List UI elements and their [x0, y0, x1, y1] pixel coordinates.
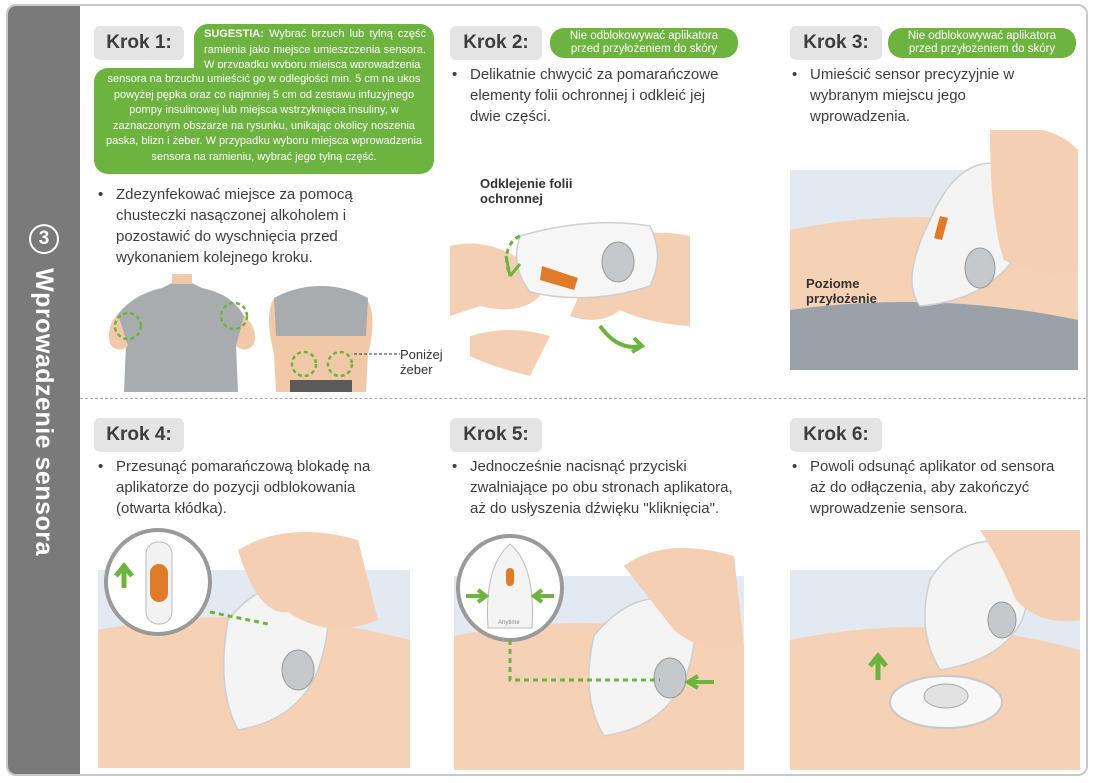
suggestion-text-2: sensora na brzuchu umieścić go w odległo… [105, 73, 423, 163]
step-5-label: Krok 5: [450, 418, 542, 452]
section-title: Wprowadzenie sensora [30, 268, 59, 556]
instruction-sheet: 3 Wprowadzenie sensora Krok 1: SUGESTIA:… [6, 4, 1088, 776]
step-1-label: Krok 1: [94, 26, 184, 60]
step-2-instruction: • Delikatnie chwycić za pomarańczowe ele… [452, 64, 730, 127]
place-applicator-drawing [790, 130, 1078, 370]
row-divider [80, 398, 1086, 399]
step-4-illustration [98, 520, 410, 768]
step-3-annotation: Poziome przyłożenie [806, 276, 877, 306]
step-2-label: Krok 2: [450, 26, 542, 60]
step-5-instruction: • Jednocześnie nacisnąć przyciski zwalni… [452, 456, 740, 519]
step-4-label: Krok 4: [94, 418, 184, 452]
step-5-text: Jednocześnie nacisnąć przyciski zwalniaj… [470, 458, 733, 517]
body-sites-drawing [109, 274, 400, 392]
step-6-label: Krok 6: [790, 418, 882, 452]
step-2-text: Delikatnie chwycić za pomarańczowe eleme… [470, 66, 719, 125]
step-1-instruction: • Zdezynfekować miejsce za pomocą chuste… [98, 184, 416, 268]
bullet-dot: • [452, 458, 458, 475]
bullet-dot: • [792, 458, 798, 475]
suggestion-head: SUGESTIA: [204, 28, 264, 40]
step-4-text: Przesunąć pomarańczową blokadę na aplika… [116, 458, 371, 517]
step-4-instruction: • Przesunąć pomarańczową blokadę na apli… [98, 456, 386, 519]
unlock-slider-drawing [98, 520, 410, 768]
peel-foil-drawing [450, 221, 690, 376]
step-3-label: Krok 3: [790, 26, 882, 60]
step-3-text: Umieścić sensor precyzyjnie w wybranym m… [810, 66, 1015, 125]
step-6-instruction: • Powoli odsunąć aplikator od sensora aż… [792, 456, 1070, 519]
step-6-illustration [790, 530, 1080, 770]
step-3-warning-badge: Nie odblokowywać aplikatora przed przyło… [888, 28, 1076, 58]
device-brand: Anytime [498, 620, 520, 626]
section-sidebar: 3 Wprowadzenie sensora [8, 6, 80, 774]
step-2-illustration [450, 206, 690, 391]
step-1-annotation: Poniżej żeber [400, 347, 443, 377]
press-buttons-drawing [454, 526, 744, 770]
bullet-dot: • [452, 66, 458, 83]
step-1-suggestion-bottom: sensora na brzuchu umieścić go w odległo… [94, 68, 434, 174]
step-1-suggestion-top: SUGESTIA: Wybrać brzuch lub tylną część … [194, 24, 434, 71]
step-2-warning-badge: Nie odblokowywać aplikatora przed przyło… [550, 28, 738, 58]
step-1-text: Zdezynfekować miejsce za pomocą chustecz… [116, 186, 353, 266]
step-1-illustration [104, 274, 404, 392]
bullet-dot: • [98, 458, 104, 475]
step-3-instruction: • Umieścić sensor precyzyjnie w wybranym… [792, 64, 1030, 127]
remove-applicator-drawing [790, 530, 1080, 770]
step-2-annotation: Odklejenie folii ochronnej [480, 176, 573, 206]
step-3-illustration [790, 130, 1078, 370]
step-6-text: Powoli odsunąć aplikator od sensora aż d… [810, 458, 1055, 517]
section-number: 3 [29, 224, 59, 255]
bullet-dot: • [98, 186, 104, 203]
bullet-dot: • [792, 66, 798, 83]
step-5-illustration: Anytime [454, 526, 744, 770]
